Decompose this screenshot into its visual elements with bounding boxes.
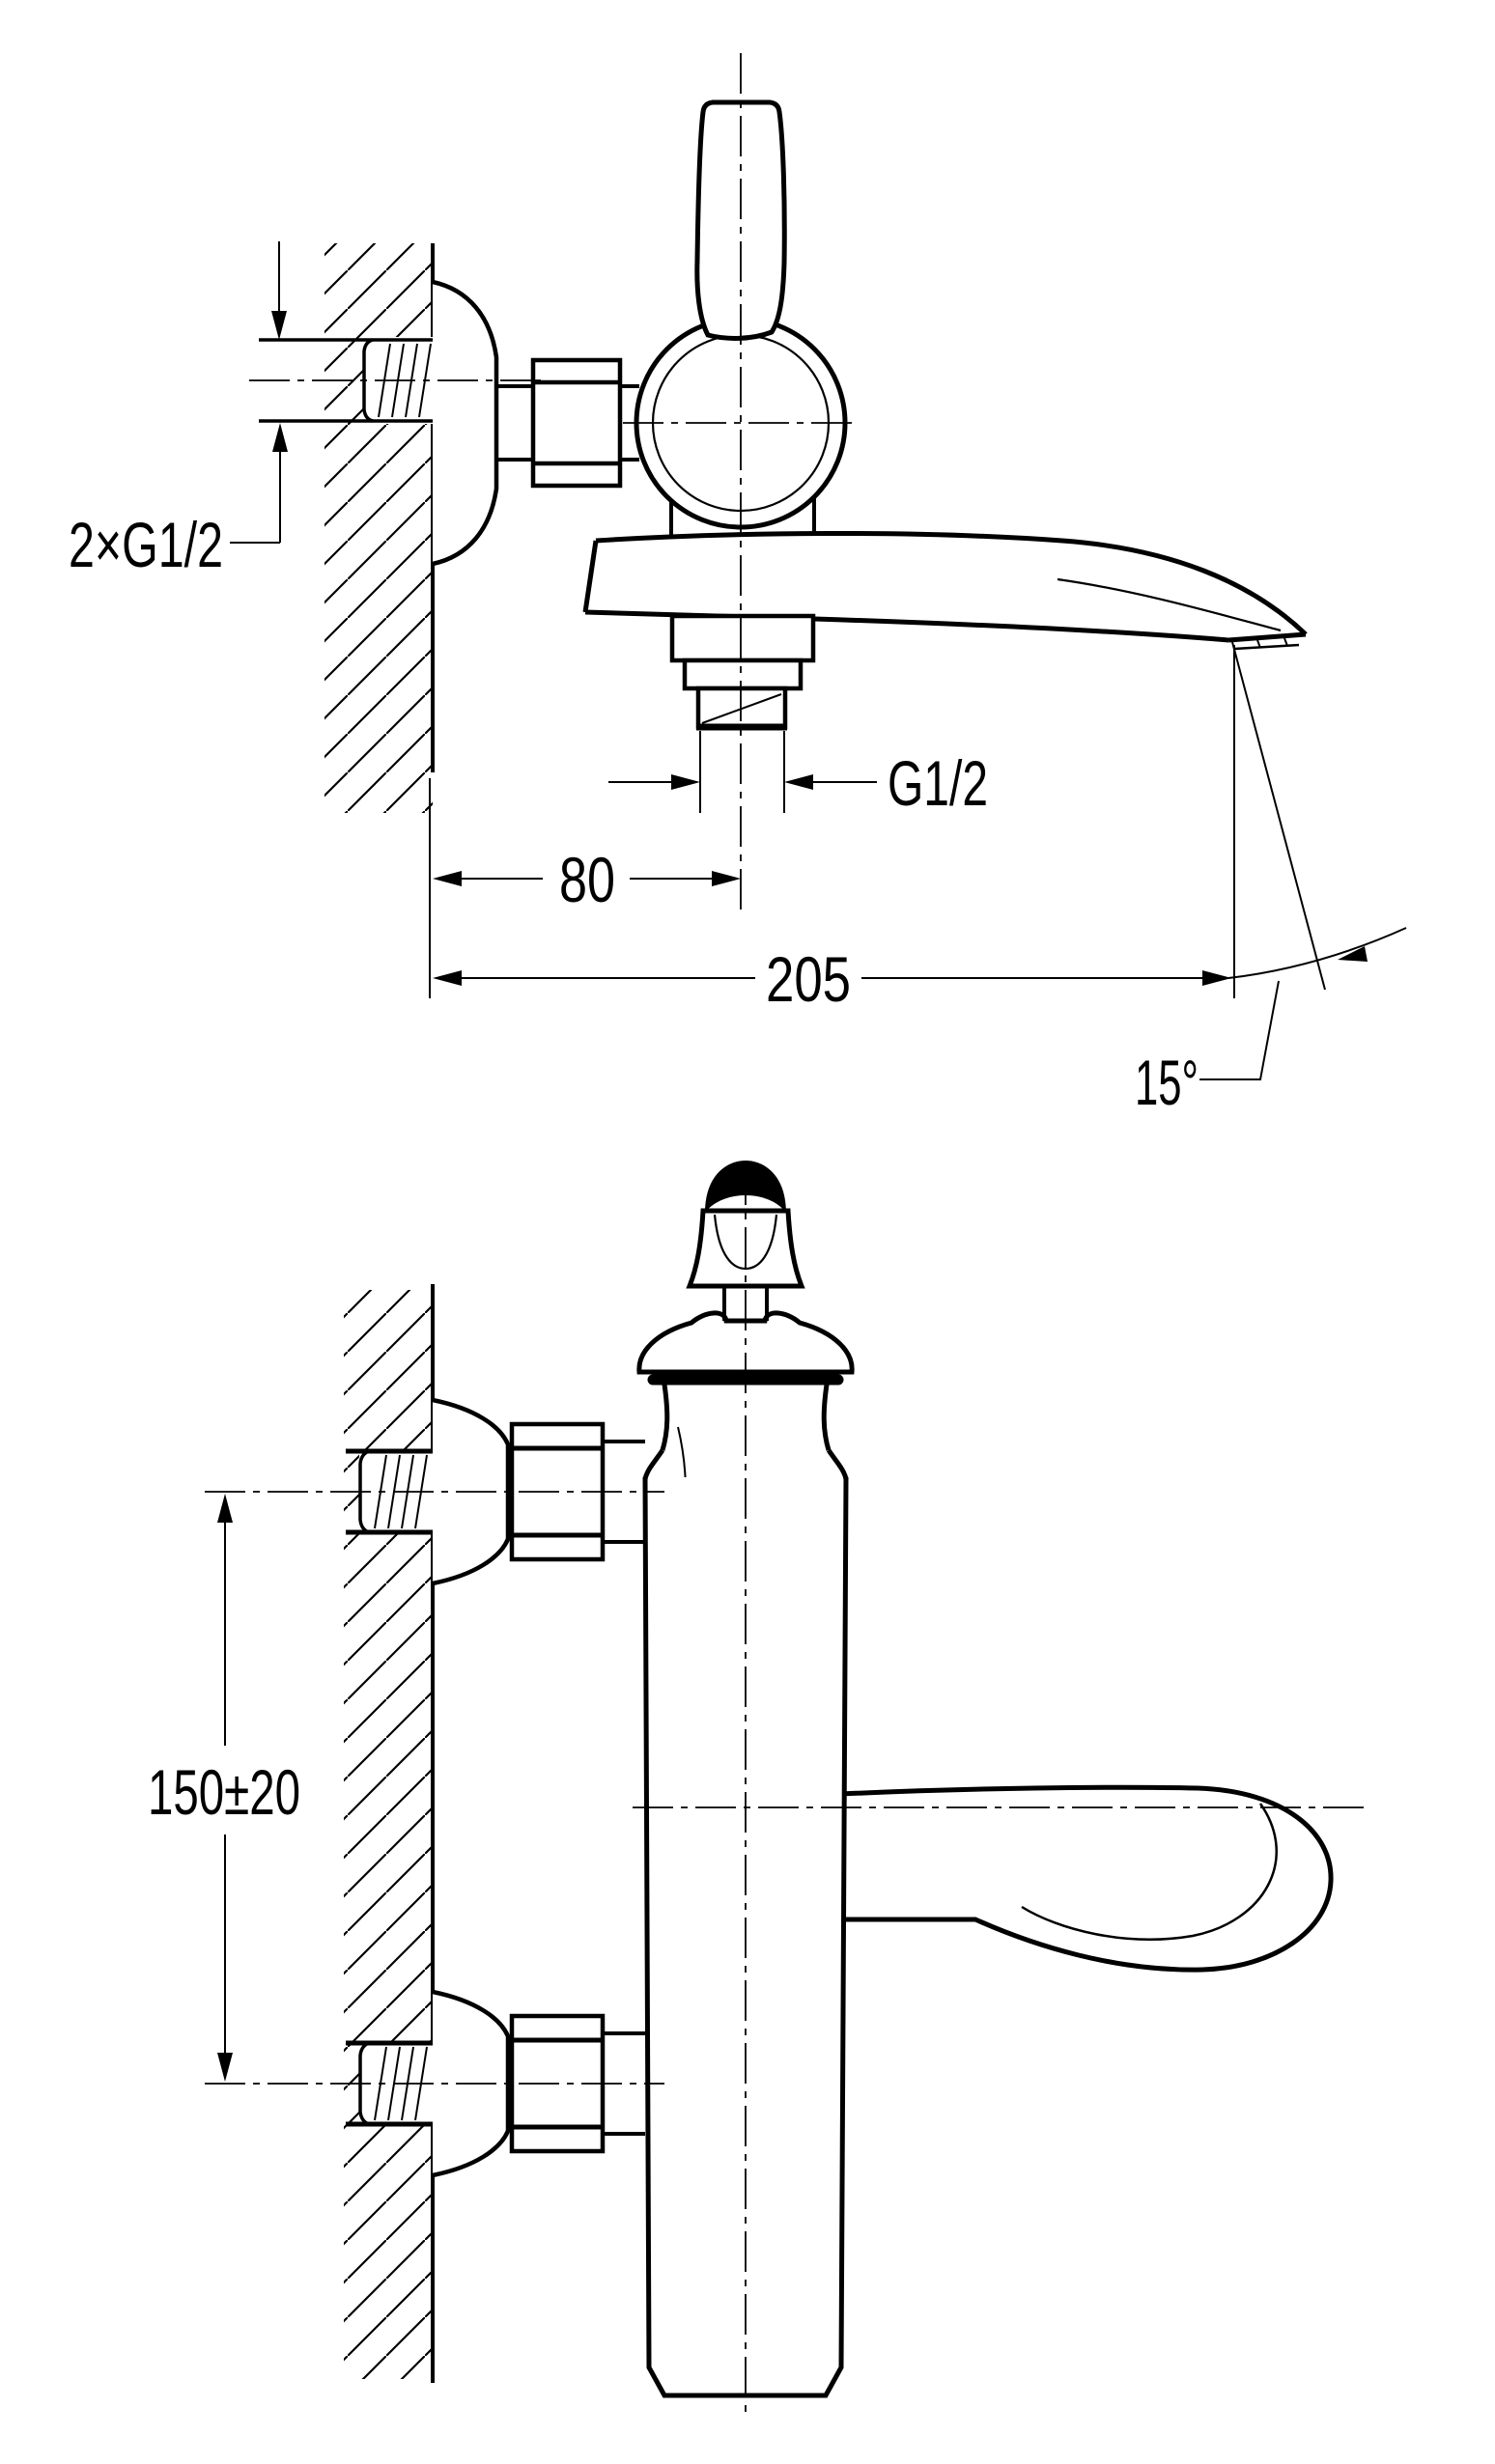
side-view: 2×G1/2	[69, 53, 1407, 1118]
centerlines	[249, 53, 860, 915]
angle-15-label: 15°	[1135, 1047, 1199, 1118]
spout-bottom-edge	[584, 609, 1229, 643]
spout-tip-face	[1227, 631, 1307, 643]
arrow-down-icon	[271, 311, 287, 340]
dim-80-label: 80	[559, 844, 615, 915]
spout-top-edge	[595, 530, 1308, 636]
arrow-up-icon	[272, 423, 288, 452]
dim-150-label: 150±20	[148, 1756, 300, 1828]
angle-arc	[1227, 927, 1407, 979]
spout-inner-curve	[1057, 577, 1282, 632]
arrow-left-icon	[784, 774, 813, 790]
arrow-down-icon	[217, 2053, 233, 2082]
arrow-up-icon	[217, 1494, 233, 1523]
angle-leader	[1199, 980, 1280, 1080]
lever-handle	[694, 99, 787, 341]
inlet-thread-size-label: 2×G1/2	[69, 509, 223, 580]
spout-front-inner	[1021, 1803, 1278, 1941]
spout-front	[840, 1784, 1334, 1973]
dim-205-label: 205	[766, 943, 851, 1015]
outlet-shoulder	[669, 613, 816, 663]
front-view: 150±20	[148, 1161, 1371, 2418]
union-nut	[530, 357, 623, 489]
outlet-thread-size-label: G1/2	[888, 747, 988, 819]
arrow-right-icon	[671, 774, 700, 790]
escutcheon	[432, 279, 499, 567]
wall-hatch	[324, 243, 433, 813]
angle-ref-slant	[1231, 641, 1326, 991]
centerlines-front	[205, 1164, 1371, 2418]
